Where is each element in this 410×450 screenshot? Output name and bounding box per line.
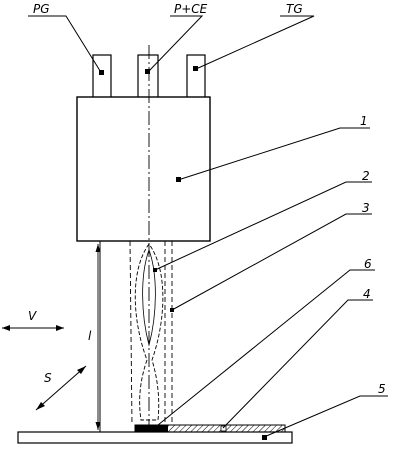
- leader-lines: [28, 15, 388, 438]
- label-5: 5: [378, 382, 386, 396]
- label-4: 4: [363, 287, 371, 301]
- label-v: V: [28, 309, 37, 323]
- label-pg: PG: [33, 2, 50, 16]
- label-3: 3: [362, 201, 370, 215]
- label-1: 1: [360, 114, 368, 128]
- label-tg: TG: [286, 2, 303, 16]
- label-s: S: [44, 371, 52, 385]
- velocity-arrow: [2, 325, 64, 331]
- label-2: 2: [362, 169, 370, 183]
- plasma-core: [142, 248, 156, 347]
- label-6: 6: [364, 257, 372, 271]
- standoff-dimension: [95, 244, 101, 430]
- plasma-stream: [134, 243, 164, 421]
- shield-gas-boundary: [129, 240, 133, 426]
- feed-arrow: [35, 365, 87, 411]
- label-l: l: [88, 329, 92, 343]
- torch-body: [76, 96, 211, 242]
- base-plate: [17, 431, 293, 444]
- connector-tube-pce: [137, 54, 159, 99]
- weld-pool: [135, 425, 168, 432]
- connector-tube-pg: [92, 54, 112, 99]
- connector-tube-tg: [186, 54, 206, 99]
- label-pce: P+CE: [174, 2, 208, 16]
